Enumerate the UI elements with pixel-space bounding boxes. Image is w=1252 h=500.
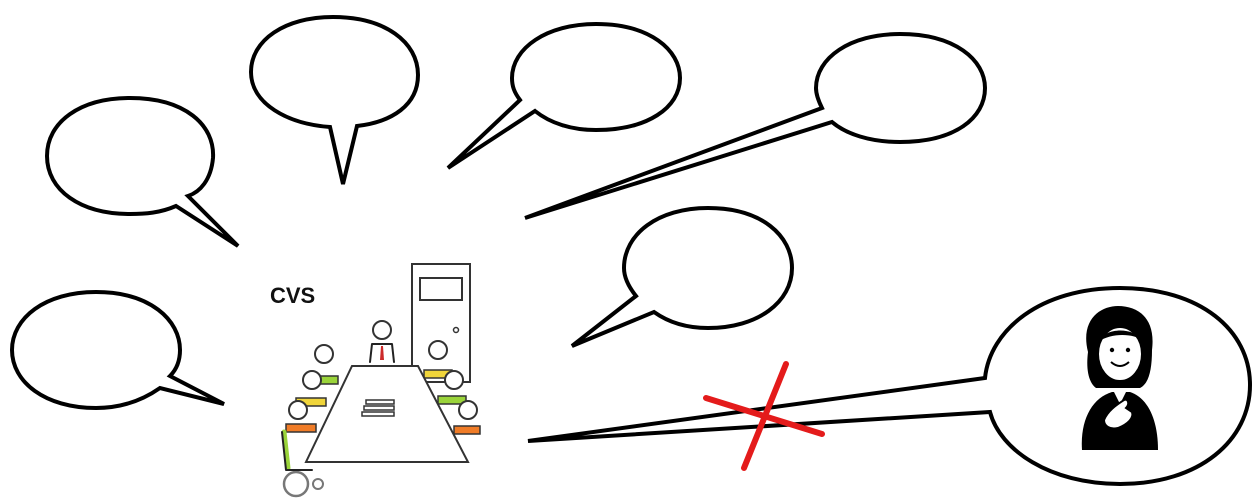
speech-bubble-3 — [448, 24, 680, 168]
door-icon — [412, 264, 470, 382]
speech-bubble-2 — [251, 17, 418, 184]
speech-bubble-6 — [12, 292, 224, 408]
speech-bubble-1 — [47, 98, 238, 246]
person-icon — [1082, 306, 1158, 450]
speech-bubble-5 — [572, 208, 792, 346]
group-label: CVS — [270, 283, 315, 308]
